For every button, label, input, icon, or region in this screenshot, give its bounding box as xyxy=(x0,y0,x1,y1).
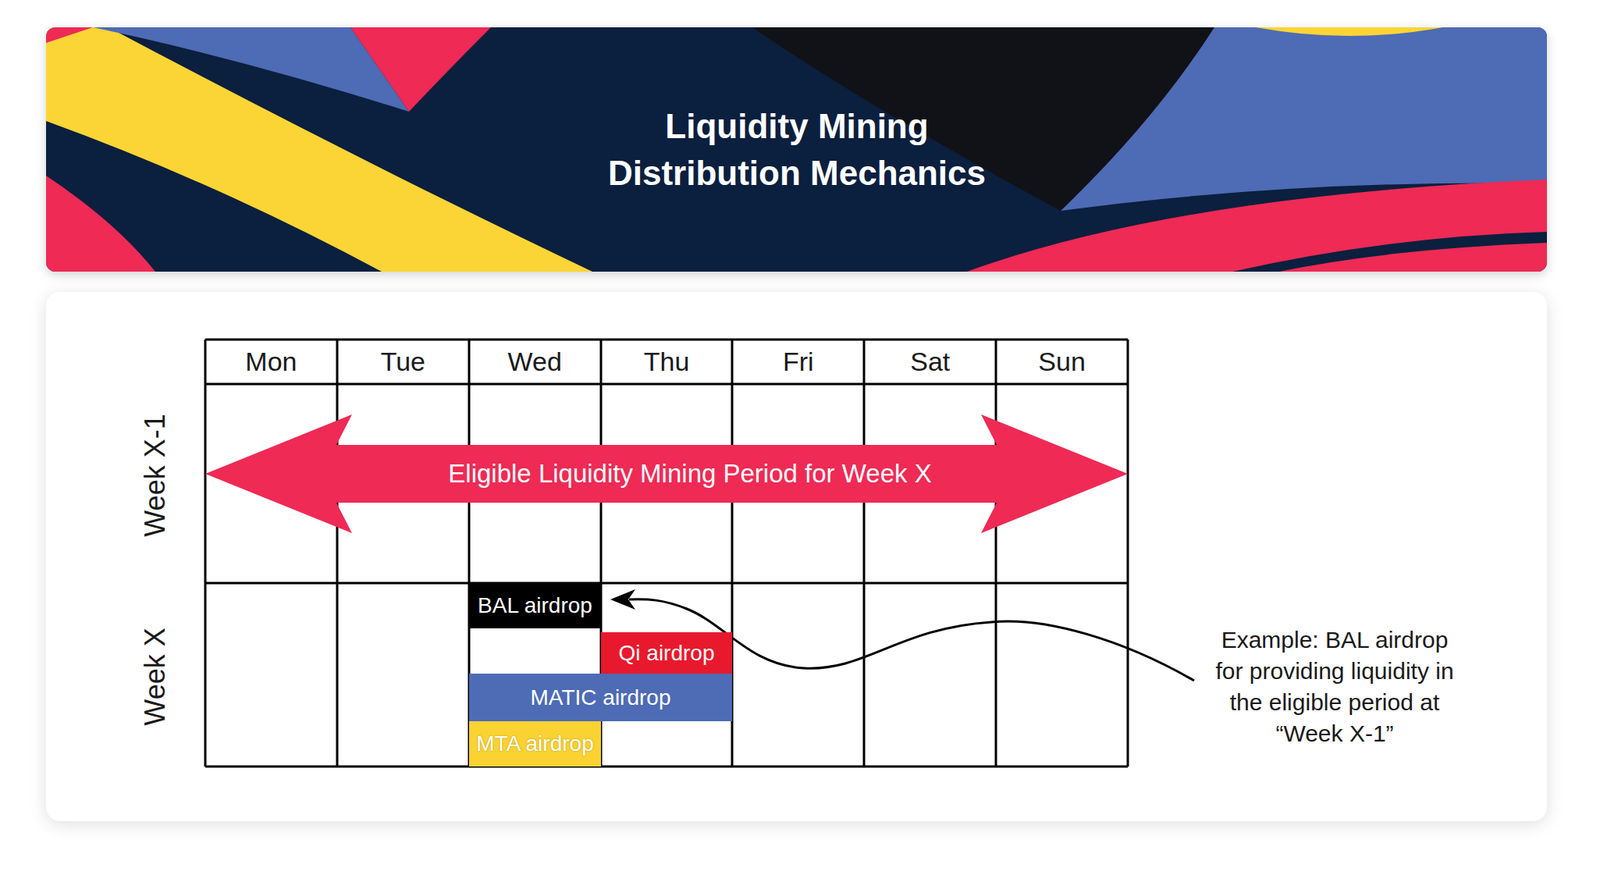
node-label: MATIC airdrop xyxy=(530,685,672,711)
day-header: Thu xyxy=(600,339,733,384)
airdrop-box: BAL airdrop xyxy=(469,583,601,629)
example-note: Example: BAL airdrop for providing liqui… xyxy=(1205,624,1464,750)
airdrop-box: MTA airdrop xyxy=(469,721,601,767)
day-header: Sat xyxy=(864,339,996,384)
node-label: BAL airdrop xyxy=(477,593,593,619)
period-arrow: Eligible Liquidity Mining Period for Wee… xyxy=(205,414,1128,534)
airdrop-box: MATIC airdrop xyxy=(469,673,733,722)
banner-title: Liquidity Mining Distribution Mechanics xyxy=(574,27,1020,272)
week-label: Week X-1 xyxy=(138,413,172,537)
node-label: MTA airdrop xyxy=(476,731,594,757)
node-label: Qi airdrop xyxy=(618,640,715,666)
day-header: Wed xyxy=(469,339,601,384)
day-header: Tue xyxy=(337,339,470,384)
title-banner xyxy=(46,27,1547,272)
day-header: Sun xyxy=(995,339,1128,384)
title-text: Liquidity Mining Distribution Mechanics xyxy=(574,103,1020,197)
day-header: Fri xyxy=(732,339,864,384)
banner-art xyxy=(46,27,1547,272)
day-header: Mon xyxy=(205,339,338,384)
airdrop-box: Qi airdrop xyxy=(600,632,733,675)
node-label: Eligible Liquidity Mining Period for Wee… xyxy=(448,458,932,489)
week-label: Week X xyxy=(138,627,172,726)
